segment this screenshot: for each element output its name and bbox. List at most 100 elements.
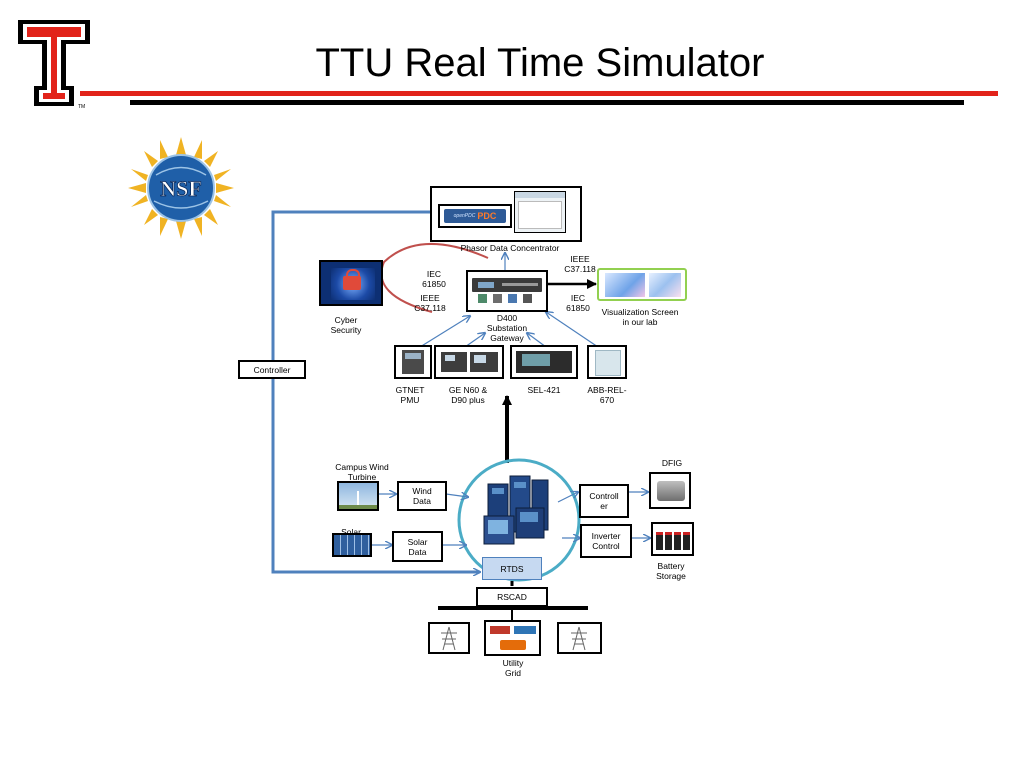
wind-turbine-ground [339,505,377,509]
utility-logo-2 [514,626,536,634]
grid-tower-left [428,622,470,654]
cyber-lock-icon [343,276,361,290]
right-iec-1: IEC [570,293,586,303]
inverter-1: Inverter [591,531,621,541]
gateway-display [478,282,494,288]
dfig-label: DFIG [661,458,683,468]
abb-label-1: ABB-REL- [587,385,627,395]
gateway-icon-2 [493,294,502,303]
wind-title-2: Turbine [347,472,377,482]
title-rule-red [80,91,998,96]
title-rule-black [130,100,964,105]
sel-relay-image [510,345,578,379]
pdc-screenshot [514,191,566,233]
pdc-logo-prefix: openPDC [453,213,476,219]
battery-cell-3 [674,532,681,550]
rtds-box: RTDS [482,557,542,580]
gtnet-label: GTNET PMU [388,385,432,405]
battery-cell-1 [656,532,663,550]
cyber-security-arc [380,242,489,313]
gtnet-to-gateway-arrow [419,316,470,348]
viz-label-2: in our lab [622,317,658,327]
cyber-label-1: Cyber [334,315,358,325]
gateway-label-3: Gateway [490,333,524,343]
solar-data-box: Solar Data [392,531,443,562]
battery-label-2: Storage [656,571,686,581]
pdc-screenshot-header [515,192,565,198]
sel-to-gateway-arrow [527,333,547,348]
ttu-logo-icon [18,20,90,106]
rtds-to-controller-arrow [557,492,578,503]
cyber-security-label: Cyber Security [318,315,374,335]
rscad-box: RSCAD [476,587,548,607]
right-ieee-2: C37.118 [564,264,596,274]
pdc-logo-box: openPDC PDC [438,204,512,228]
left-iec-2: 61850 [422,279,446,289]
solar-data-1: Solar [407,536,428,547]
gateway-leds [502,283,538,286]
grid-utility-logos [484,620,541,656]
controller-loop-line [271,210,480,572]
ge-to-gateway-arrow [464,333,485,348]
wind-turbine-image [337,481,379,511]
wind-data-1: Wind [412,486,432,496]
wind-title-1: Campus Wind [335,462,389,472]
controller-box: Controller [238,360,306,379]
gateway-device [472,278,542,292]
wind-data-2: Data [413,496,431,506]
right-ieee-1: IEEE [570,254,590,264]
ge-label: GE N60 & D90 plus [440,385,496,405]
abb-label: ABB-REL- 670 [582,385,632,405]
wind-turbine-tower [357,491,359,509]
right-controller-2: er [600,501,608,511]
viz-map-2 [649,273,681,297]
right-iec-label: IEC 61850 [560,293,596,313]
right-controller-box: Controll er [579,484,629,518]
battery-cell-2 [665,532,672,550]
left-ieee-1: IEEE [420,293,440,303]
dfig-image [649,472,691,509]
ge-label-2: D90 plus [451,395,485,405]
ttu-logo: TM [12,14,96,112]
gateway-icon-1 [478,294,487,303]
gtnet-label-1: GTNET [395,385,425,395]
inverter-control-box: Inverter Control [580,524,632,558]
gtnet-label-2: PMU [400,395,420,405]
sel-label: SEL-421 [527,385,561,395]
right-iec-2: 61850 [566,303,590,313]
utility-grid-label: Utility Grid [488,658,538,678]
wind-data-box: Wind Data [397,481,447,511]
abb-relay-image [587,345,627,379]
utility-logo-1 [490,626,510,634]
visualization-screen [597,268,687,301]
right-ieee-label: IEEE C37.118 [560,254,600,274]
solar-title: Solar [341,527,361,537]
battery-image [651,522,694,556]
wind-data-arrow [445,494,468,497]
transmission-tower-right-icon [571,626,587,651]
left-iec-label: IEC 61850 [416,269,452,289]
battery-label: Battery Storage [646,561,696,581]
ge-label-1: GE N60 & [448,385,488,395]
visualization-label: Visualization Screen in our lab [596,307,684,327]
sel-relay-screen [522,354,550,366]
battery-cell-4 [683,532,690,550]
left-iec-1: IEC [426,269,442,279]
pdc-label: Phasor Data Concentrator [460,243,560,253]
grid-label-2: Grid [504,668,522,678]
slide-title: TTU Real Time Simulator [315,41,765,85]
solar-data-2: Data [408,546,427,557]
gateway-label-1: D400 [496,313,518,323]
battery-label-1: Battery [657,561,685,571]
viz-map-1 [605,273,645,297]
transmission-tower-icon [441,626,457,651]
cyber-security-image [319,260,383,306]
battery-cells [656,532,690,550]
nsf-logo: NSF [126,135,236,241]
solar-panel-image [332,533,372,557]
gateway-icon-4 [523,294,532,303]
cyber-label-2: Security [330,325,362,335]
pdc-screenshot-body [518,201,562,229]
ge-relay-image [434,345,504,379]
nsf-text: NSF [160,176,202,201]
